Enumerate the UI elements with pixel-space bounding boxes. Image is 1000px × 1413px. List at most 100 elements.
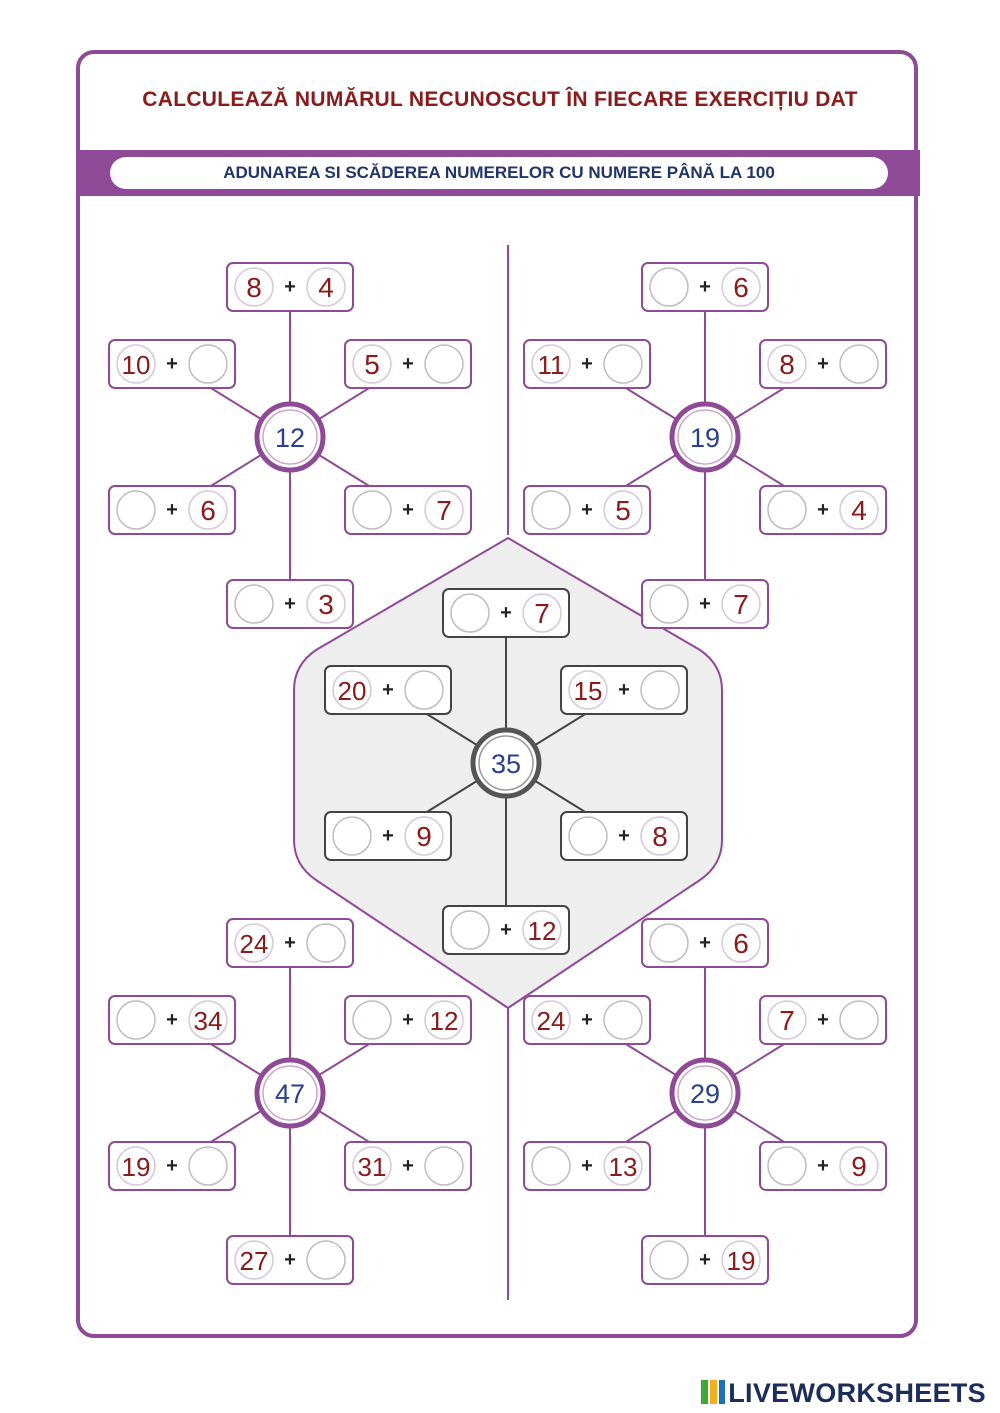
- plus-sign: +: [284, 1249, 296, 1271]
- answer-blank[interactable]: [649, 923, 689, 963]
- target-sum: 29: [669, 1057, 741, 1129]
- answer-blank[interactable]: [767, 1146, 807, 1186]
- given-number-circle: [721, 923, 761, 963]
- given-number-circle: [404, 816, 444, 856]
- answer-blank[interactable]: [188, 344, 228, 384]
- given-number: 20: [338, 676, 367, 706]
- given-number: 4: [318, 272, 334, 303]
- exercise-box: 13+: [523, 1141, 651, 1191]
- exercise-box: 12+: [344, 995, 472, 1045]
- given-number: 5: [615, 495, 631, 526]
- exercise-box: 7+: [442, 588, 570, 638]
- given-number-circle: [767, 1000, 807, 1040]
- answer-blank[interactable]: [116, 490, 156, 530]
- plus-sign: +: [699, 1249, 711, 1271]
- answer-blank[interactable]: [839, 344, 879, 384]
- plus-sign: +: [500, 602, 512, 624]
- given-number-circle: [188, 1000, 228, 1040]
- answer-blank[interactable]: [352, 490, 392, 530]
- plus-sign: +: [402, 353, 414, 375]
- plus-sign: +: [166, 499, 178, 521]
- answer-blank[interactable]: [332, 816, 372, 856]
- answer-blank[interactable]: [404, 670, 444, 710]
- answer-blank[interactable]: [116, 1000, 156, 1040]
- given-number: 7: [436, 495, 452, 526]
- given-number-circle: [352, 344, 392, 384]
- given-number-circle: [568, 670, 608, 710]
- exercise-box: 5+: [344, 339, 472, 389]
- given-number: 19: [727, 1246, 756, 1276]
- given-number-circle: [839, 490, 879, 530]
- plus-sign: +: [382, 825, 394, 847]
- answer-blank[interactable]: [649, 267, 689, 307]
- exercise-box: 5+: [523, 485, 651, 535]
- answer-blank[interactable]: [649, 584, 689, 624]
- plus-sign: +: [581, 499, 593, 521]
- given-number-circle: [188, 490, 228, 530]
- plus-sign: +: [699, 593, 711, 615]
- plus-sign: +: [382, 679, 394, 701]
- exercise-box: 10+: [108, 339, 236, 389]
- flower-bottom-left: 24+12+31+27+19+34+47: [108, 918, 472, 1285]
- answer-blank[interactable]: [531, 490, 571, 530]
- answer-blank[interactable]: [234, 584, 274, 624]
- answer-blank[interactable]: [649, 1240, 689, 1280]
- exercise-box: 24+: [226, 918, 354, 968]
- plus-sign: +: [402, 499, 414, 521]
- answer-blank[interactable]: [424, 344, 464, 384]
- given-number: 7: [779, 1005, 795, 1036]
- answer-blank[interactable]: [603, 1000, 643, 1040]
- given-number: 15: [574, 676, 603, 706]
- answer-blank[interactable]: [352, 1000, 392, 1040]
- plus-sign: +: [618, 825, 630, 847]
- answer-blank[interactable]: [767, 490, 807, 530]
- given-number-circle: [522, 910, 562, 950]
- target-sum: 19: [669, 401, 741, 473]
- worksheet-subtitle: ADUNAREA SI SCĂDEREA NUMERELOR CU NUMERE…: [110, 157, 888, 189]
- given-number: 34: [194, 1006, 223, 1036]
- exercise-box: 7+: [344, 485, 472, 535]
- answer-blank[interactable]: [531, 1146, 571, 1186]
- given-number: 19: [122, 1152, 151, 1182]
- plus-sign: +: [166, 1009, 178, 1031]
- given-number: 4: [851, 495, 867, 526]
- plus-sign: +: [284, 593, 296, 615]
- given-number: 6: [733, 928, 749, 959]
- plus-sign: +: [581, 1009, 593, 1031]
- answer-blank[interactable]: [306, 923, 346, 963]
- exercise-box: 20 +: [324, 665, 452, 715]
- target-number: 35: [491, 749, 521, 779]
- flower-top-right: 6+8+4+7+5+11+19: [523, 262, 887, 629]
- answer-blank[interactable]: [306, 1240, 346, 1280]
- given-number: 12: [430, 1006, 459, 1036]
- given-number: 9: [851, 1151, 867, 1182]
- answer-blank[interactable]: [839, 1000, 879, 1040]
- answer-blank[interactable]: [640, 670, 680, 710]
- given-number-circle: [603, 1146, 643, 1186]
- given-number-circle: [839, 1146, 879, 1186]
- given-number-circle: [352, 1146, 392, 1186]
- exercise-box: 3+: [226, 579, 354, 629]
- answer-blank[interactable]: [188, 1146, 228, 1186]
- answer-blank[interactable]: [450, 593, 490, 633]
- plus-sign: +: [817, 1009, 829, 1031]
- given-number: 27: [240, 1246, 269, 1276]
- liveworksheets-logo: LIVEWORKSHEETS: [700, 1378, 986, 1409]
- target-number: 29: [690, 1079, 720, 1109]
- answer-blank[interactable]: [424, 1146, 464, 1186]
- given-number-circle: [306, 584, 346, 624]
- plus-sign: +: [284, 276, 296, 298]
- target-inner-ring: [478, 735, 534, 791]
- exercise-box: 4+: [759, 485, 887, 535]
- exercise-box: 8+: [560, 811, 688, 861]
- answer-blank[interactable]: [568, 816, 608, 856]
- given-number: 9: [416, 821, 432, 852]
- exercise-box: 9+: [759, 1141, 887, 1191]
- plus-sign: +: [402, 1155, 414, 1177]
- answer-blank[interactable]: [450, 910, 490, 950]
- exercise-box: 34 +: [108, 995, 236, 1045]
- given-number: 8: [652, 821, 668, 852]
- plus-sign: +: [581, 353, 593, 375]
- answer-blank[interactable]: [603, 344, 643, 384]
